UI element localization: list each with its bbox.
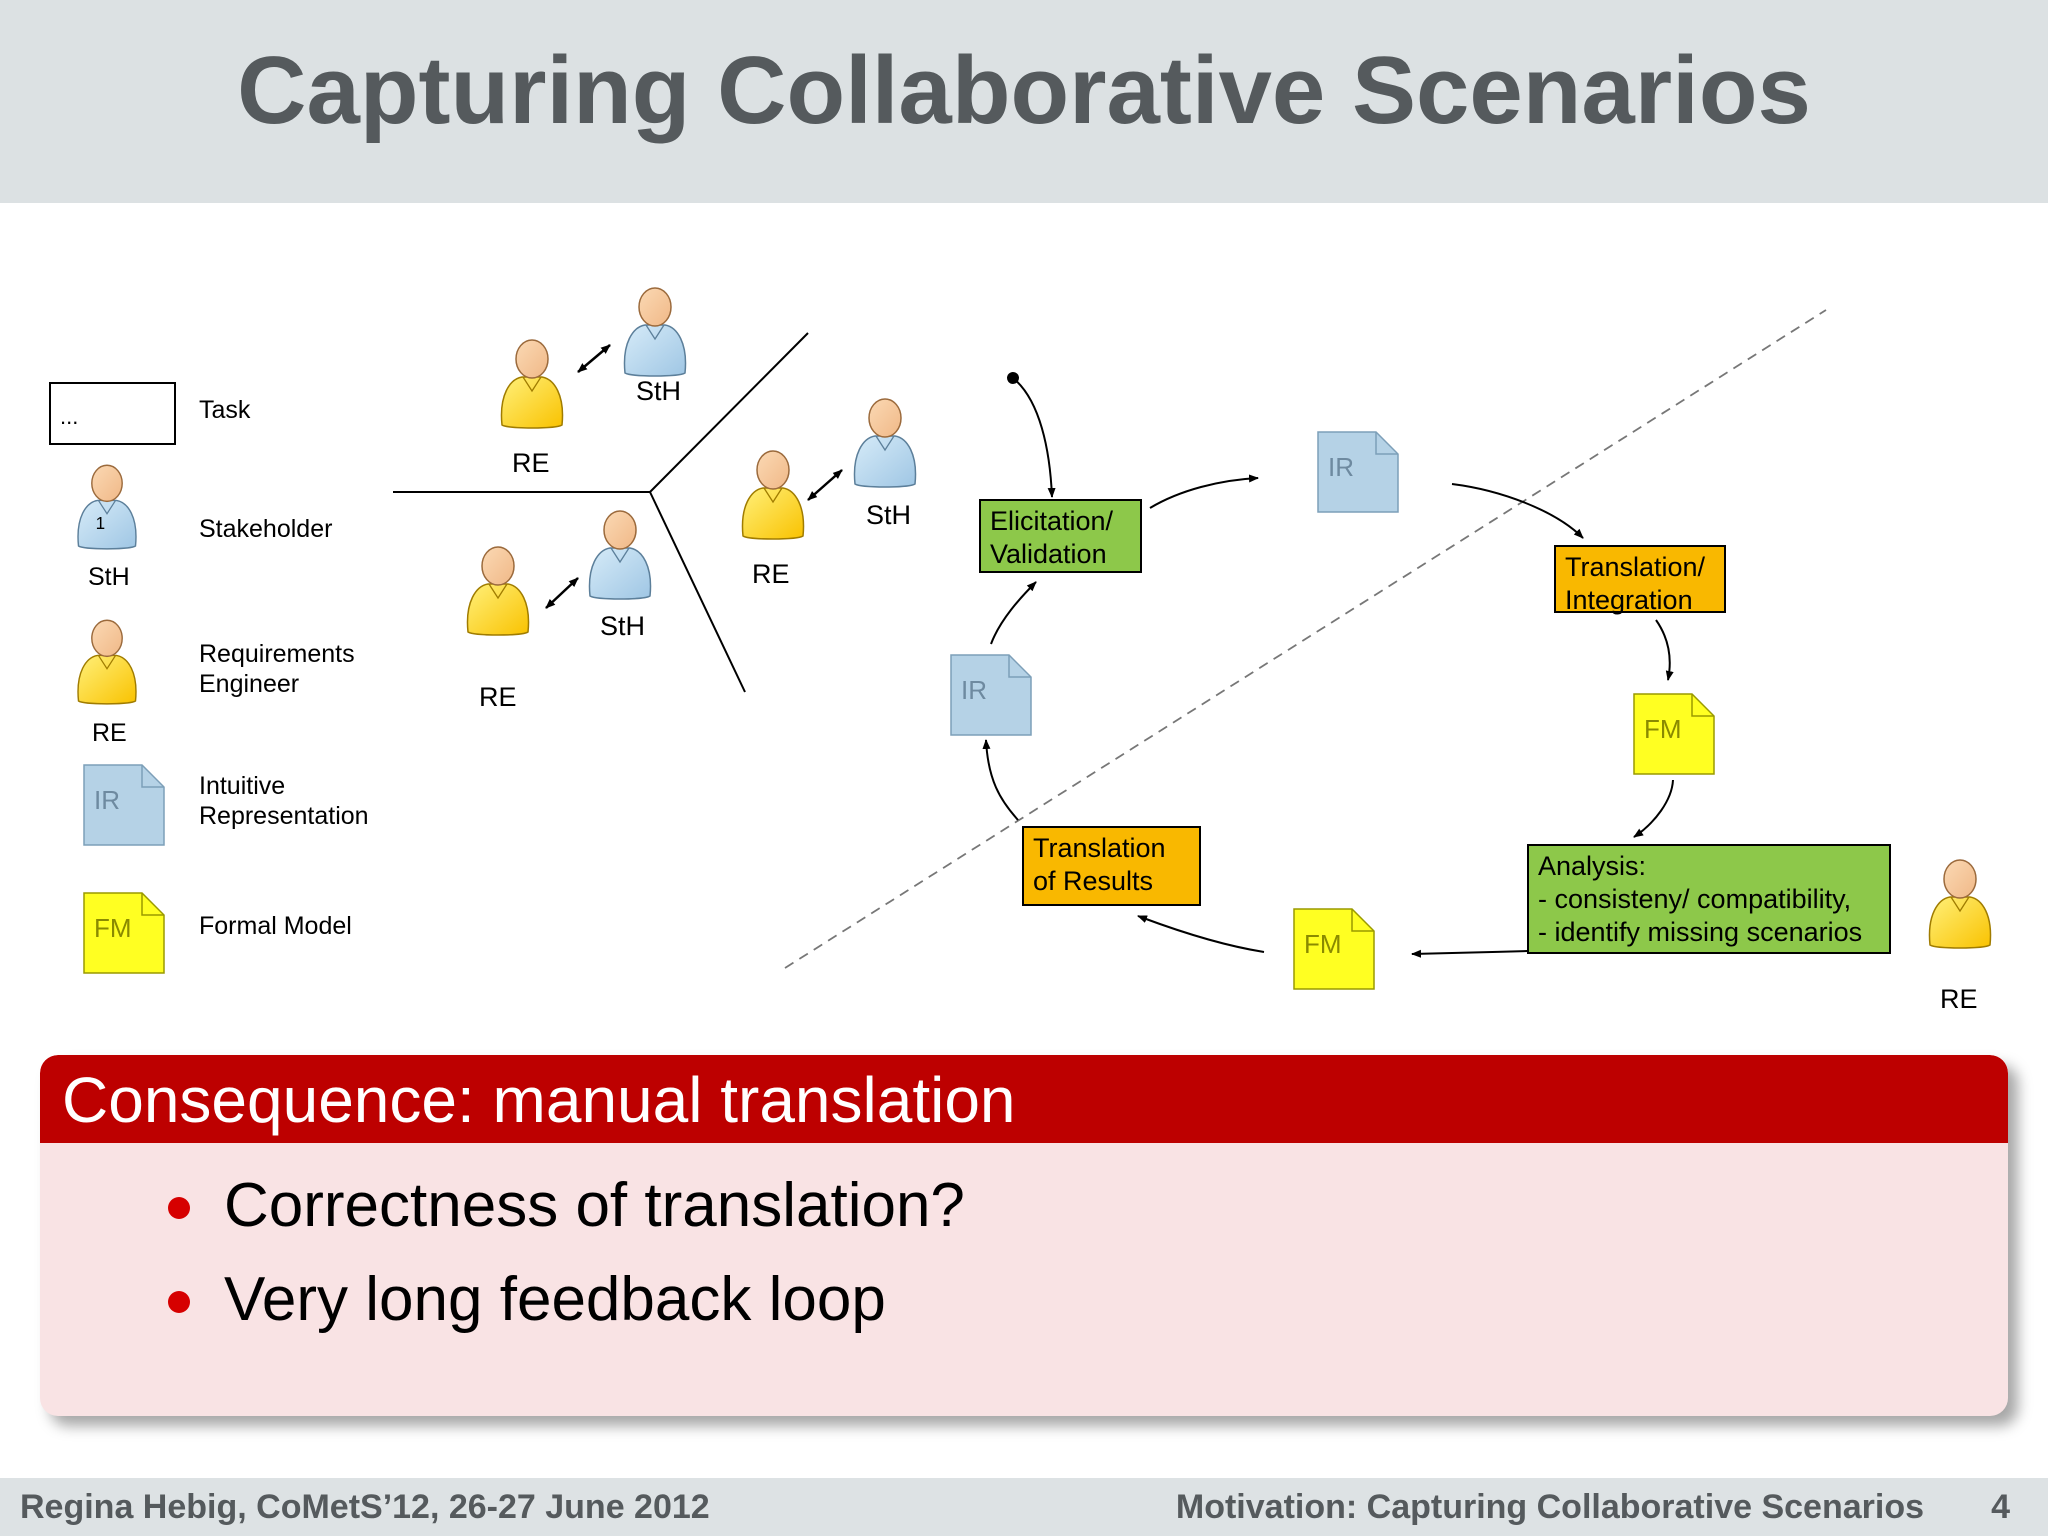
stakeholder-icon (853, 398, 917, 488)
process-diagram: ...TaskStHStakeholderRERequirementsEngin… (49, 287, 1992, 1014)
legend-stakeholder-label: Stakeholder (199, 515, 332, 543)
re-label: RE (512, 448, 550, 478)
flow-arrow (1137, 915, 1265, 953)
legend-engineer-label: Requirements (199, 640, 355, 668)
bullet-text: Correctness of translation? (224, 1171, 965, 1240)
task-analysis: Analysis:- consisteny/ compatibility,- i… (1527, 844, 1891, 954)
legend-task-label: Task (199, 396, 251, 424)
consequence-block: Consequence: manual translation Correctn… (40, 1055, 2008, 1416)
boundary-dashed-line (784, 309, 1827, 969)
legend-stakeholder-abbr: StH (88, 563, 130, 591)
footer: Regina Hebig, CoMetS’12, 26-27 June 2012… (0, 1478, 2048, 1536)
re-label: RE (1940, 984, 1978, 1014)
legend-ir-label: Intuitive (199, 772, 285, 800)
legend-fm-doc: FM (83, 892, 165, 974)
legend-engineer-abbr: RE (92, 719, 127, 747)
fm-label: FM (1304, 929, 1342, 959)
legend-ir-doc: IR (83, 764, 165, 846)
ir-label: IR (1328, 452, 1354, 482)
fm-doc: FM (1293, 908, 1375, 990)
task-label: Validation (990, 539, 1107, 569)
separator-line (649, 332, 809, 493)
engineer-icon (1928, 859, 1992, 949)
legend-stakeholder-icon: 1 (77, 464, 137, 550)
ir-doc: IR (950, 654, 1032, 736)
flow-arrow (1149, 474, 1259, 509)
task-label: Translation/ (1565, 552, 1706, 582)
consequence-title: Consequence: manual translation (62, 1064, 1016, 1136)
interaction-arrow (577, 344, 611, 373)
bullet-dot (168, 1291, 190, 1313)
title-bar: Capturing Collaborative Scenarios (0, 0, 2048, 203)
task-label: Analysis: (1538, 851, 1646, 881)
re-label: RE (479, 682, 517, 712)
consequence-list: Correctness of translation? Very long fe… (124, 1159, 965, 1347)
sth-label: StH (600, 611, 645, 641)
task-label: - consisteny/ compatibility, (1538, 884, 1851, 914)
bullet-text: Very long feedback loop (224, 1265, 886, 1334)
stakeholder-badge: 1 (96, 514, 106, 533)
task-translation-integration: Translation/Integration (1554, 545, 1726, 615)
bullet-dot (168, 1197, 190, 1219)
task-label: - identify missing scenarios (1538, 917, 1862, 947)
legend-ir-label: Representation (199, 802, 369, 830)
bullet-item: Correctness of translation? (124, 1159, 965, 1253)
legend-engineer-icon (77, 619, 137, 705)
flow-arrow (990, 581, 1037, 645)
task-label: Integration (1565, 585, 1693, 615)
legend-engineer-label: Engineer (199, 670, 299, 698)
footer-author: Regina Hebig, CoMetS’12, 26-27 June 2012 (20, 1488, 710, 1526)
flow-arrow (1633, 779, 1674, 838)
engineer-icon (500, 339, 564, 429)
engineer-icon (466, 546, 530, 636)
engineer-icon (741, 450, 805, 540)
task-label: Translation (1033, 833, 1166, 863)
separator-line (649, 491, 746, 693)
task-label: of Results (1033, 866, 1153, 896)
task-elicitation-validation: Elicitation/Validation (979, 499, 1142, 573)
bullet-item: Very long feedback loop (124, 1253, 965, 1347)
legend-fm-label: Formal Model (199, 912, 352, 940)
stakeholder-icon (623, 287, 687, 377)
flow-arrow (1012, 377, 1056, 498)
legend-task-box (49, 382, 176, 445)
footer-section: Motivation: Capturing Collaborative Scen… (1175, 1488, 1924, 1526)
legend-task-ellipsis: ... (60, 404, 78, 429)
ir-doc: IR (1317, 431, 1399, 513)
stakeholder-icon (588, 510, 652, 600)
flow-arrow (1451, 483, 1584, 539)
ir-label: IR (961, 675, 987, 705)
page-number: 4 (1991, 1488, 2010, 1526)
flow-arrow (982, 739, 1019, 821)
sth-label: StH (866, 500, 911, 530)
fm-label: FM (94, 913, 132, 943)
task-label: Elicitation/ (990, 506, 1114, 536)
interaction-arrow (807, 469, 843, 501)
consequence-header: Consequence: manual translation (40, 1055, 2008, 1143)
fm-label: FM (1644, 714, 1682, 744)
flow-arrow (1411, 949, 1529, 958)
ir-label: IR (94, 785, 120, 815)
interaction-arrow (545, 577, 579, 609)
fm-doc: FM (1633, 693, 1715, 775)
slide-title: Capturing Collaborative Scenarios (237, 37, 1811, 144)
flow-arrow (1655, 619, 1674, 681)
re-label: RE (752, 559, 790, 589)
sth-label: StH (636, 376, 681, 406)
